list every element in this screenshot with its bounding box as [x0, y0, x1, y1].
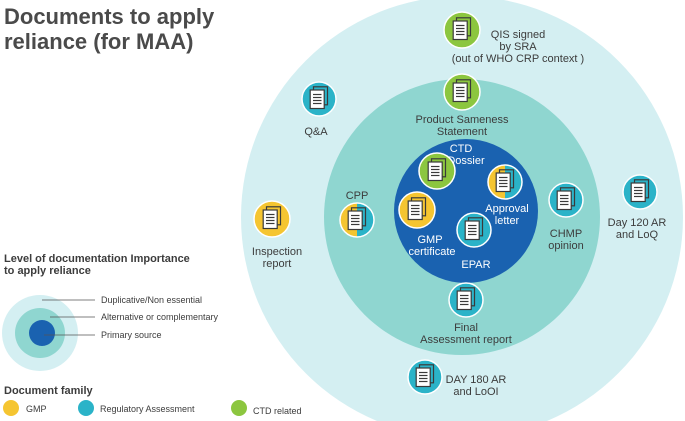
legend-importance-heading-2: to apply reliance — [4, 265, 91, 277]
final-label-1: Final — [454, 322, 478, 334]
doc-qis: QIS signed by SRA (out of WHO CRP contex… — [443, 11, 584, 65]
legend-importance-heading-1: Level of documentation Importance — [4, 253, 190, 265]
qis-label-1: QIS signed — [491, 29, 545, 41]
legend-family-heading: Document family — [4, 385, 94, 397]
qis-label-2: by SRA — [499, 41, 537, 53]
chmp-label-2: opinion — [548, 240, 583, 252]
ctd-swatch — [231, 400, 247, 416]
doc-inspection-report: Inspection report — [252, 200, 302, 270]
doc-epar: EPAR — [456, 212, 492, 271]
doc-ctd-dossier: CTD Dossier — [418, 143, 485, 190]
day120-label-1: Day 120 AR — [608, 217, 667, 229]
legend-importance: Level of documentation Importance to app… — [2, 253, 219, 371]
gmp-swatch — [3, 400, 19, 416]
legend-primary: Primary source — [101, 330, 162, 340]
doc-final-assessment: Final Assessment report — [420, 282, 512, 346]
legend-gmp: GMP — [26, 404, 47, 414]
cpp-label: CPP — [346, 190, 369, 202]
final-label-2: Assessment report — [420, 334, 512, 346]
doc-gmp-certificate: GMP certificate — [398, 191, 456, 258]
approval-label-2: letter — [495, 215, 520, 227]
gmp-cert-label-2: certificate — [408, 246, 455, 258]
ctd-label-1: CTD — [450, 143, 473, 155]
title-line-2: reliance (for MAA) — [4, 29, 194, 54]
day180-label-1: DAY 180 AR — [446, 374, 507, 386]
sameness-label-1: Product Sameness — [416, 114, 509, 126]
doc-day-120: Day 120 AR and LoQ — [608, 174, 667, 241]
doc-chmp-opinion: CHMP opinion — [548, 182, 584, 252]
page-title: Documents to apply reliance (for MAA) — [4, 4, 244, 54]
regulatory-swatch — [78, 400, 94, 416]
legend-alternative: Alternative or complementary — [101, 312, 219, 322]
qis-label-3: (out of WHO CRP context ) — [452, 53, 584, 65]
sameness-label-2: Statement — [437, 126, 487, 138]
doc-approval-letter: Approval letter — [485, 164, 529, 227]
epar-label: EPAR — [461, 259, 490, 271]
legend-duplicative: Duplicative/Non essential — [101, 295, 202, 305]
chmp-label-1: CHMP — [550, 228, 582, 240]
day180-label-2: and LoOI — [453, 386, 498, 398]
doc-sameness: Product Sameness Statement — [416, 73, 509, 138]
legend-regulatory: Regulatory Assessment — [100, 404, 195, 414]
qa-label: Q&A — [304, 126, 328, 138]
inspection-label-1: Inspection — [252, 246, 302, 258]
doc-day-180: DAY 180 AR and LoOI — [407, 359, 507, 398]
doc-cpp: CPP — [339, 190, 375, 238]
legend-ctd: CTD related — [253, 406, 302, 416]
day120-label-2: and LoQ — [616, 229, 659, 241]
title-line-1: Documents to apply — [4, 4, 215, 29]
legend-family: Document family GMP Regulatory Assessmen… — [3, 385, 302, 416]
inspection-label-2: report — [263, 258, 292, 270]
ctd-label-2: Dossier — [447, 155, 485, 167]
doc-qa: Q&A — [301, 81, 337, 138]
gmp-cert-label-1: GMP — [417, 234, 442, 246]
approval-label-1: Approval — [485, 203, 528, 215]
